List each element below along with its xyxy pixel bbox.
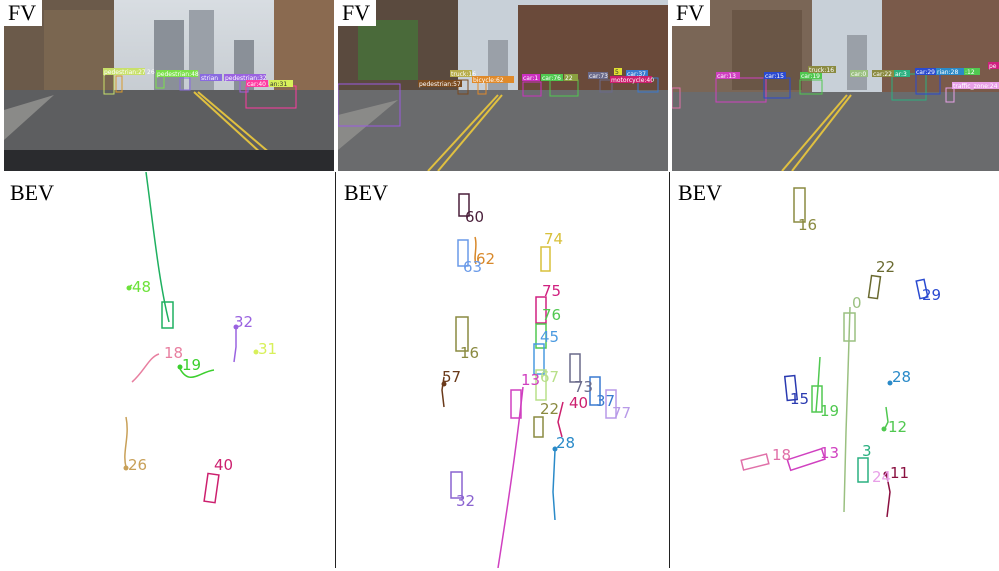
fv-camera-image-3: car:13 car:15 car:19 truck:16 car:0 car:… — [672, 0, 999, 171]
bev-track-id: 13 — [820, 444, 839, 462]
bev-track-box — [161, 301, 174, 329]
fv-detection-label: car:13 — [717, 73, 736, 80]
fv-detection-label: car:73 — [589, 73, 608, 80]
bev-track-id: 75 — [542, 282, 561, 300]
fv-detection-label: motorcycle:40 — [611, 77, 654, 84]
bev-panel-1: 48 32 18 19 31 26 40 BEV — [4, 172, 336, 568]
bev-track-id: 22 — [876, 258, 895, 276]
bev-track-id: 32 — [234, 313, 253, 331]
bev-track-id: 62 — [476, 250, 495, 268]
bev-track-id: 31 — [258, 340, 277, 358]
bev-track-id: 57 — [442, 368, 461, 386]
fv-detection-label: car:1 — [523, 75, 538, 82]
fv-detection-label: car:76 — [542, 75, 561, 82]
bev-track-id: 22 — [540, 400, 559, 418]
bev-map-1: 48 32 18 19 31 26 40 — [123, 172, 277, 504]
bev-track-id: 16 — [460, 344, 479, 362]
bev-track-id: 26 — [128, 456, 147, 474]
bev-label: BEV — [10, 180, 54, 205]
fv-camera-image-2: truck:16 pedestrian:57 bicycle:62 car:1 … — [338, 0, 668, 171]
bev-track-id: 18 — [164, 344, 183, 362]
bev-track-id: 13 — [521, 371, 540, 389]
bev-track-id: 77 — [612, 404, 631, 422]
bev-track-id: 28 — [892, 368, 911, 386]
fv-label: FV — [672, 0, 711, 26]
bev-track-id: 40 — [214, 456, 233, 474]
bev-map-3: 16 22 29 0 28 15 19 12 13 18 3 24 11 — [740, 187, 941, 518]
bev-track-id: 18 — [772, 446, 791, 464]
fv-panel-2: truck:16 pedestrian:57 bicycle:62 car:1 … — [338, 0, 668, 171]
fv-detection-label: pe — [989, 63, 997, 70]
bev-track-id: 19 — [820, 402, 839, 420]
bev-track-id: 29 — [922, 286, 941, 304]
fv-detection-label: truck:16 — [451, 71, 476, 78]
bev-track-id: 74 — [544, 230, 563, 248]
bev-track-id: 67 — [540, 368, 559, 386]
fv-detection-label: car:22 — [873, 71, 892, 78]
fv-panel-3: car:13 car:15 car:19 truck:16 car:0 car:… — [672, 0, 999, 171]
fv-detection-label: 5 — [615, 69, 619, 76]
bev-track-id: 60 — [465, 208, 484, 226]
fv-detection-label: 26 — [147, 69, 155, 76]
bev-track-id: 15 — [790, 390, 809, 408]
bev-track-id: 3 — [862, 442, 872, 460]
bev-panel-2: 60 74 62 63 75 76 16 45 57 67 13 73 22 4… — [338, 172, 670, 568]
fv-detection-label: car:29 — [916, 69, 935, 76]
bev-track-id: 28 — [556, 434, 575, 452]
bev-track-id: 0 — [852, 294, 862, 312]
fv-detection-label: ar:3 — [895, 71, 907, 78]
bev-track-id: 76 — [542, 306, 561, 324]
fv-detection-label: truck:16 — [809, 67, 834, 74]
fv-label: FV — [4, 0, 43, 26]
fv-detection-boxes-2: truck:16 pedestrian:57 bicycle:62 car:1 … — [338, 68, 659, 127]
fv-detection-label: car:0 — [851, 71, 866, 78]
bev-track-id: 19 — [182, 356, 201, 374]
bev-map-2: 60 74 62 63 75 76 16 45 57 67 13 73 22 4… — [441, 193, 631, 568]
bev-label: BEV — [344, 180, 388, 205]
bev-track-id: 24 — [872, 468, 891, 486]
bev-track-id: 40 — [569, 394, 588, 412]
fv-detection-label: car:19 — [801, 73, 820, 80]
bev-label: BEV — [678, 180, 722, 205]
fv-detection-label: car:15 — [765, 73, 784, 80]
fv-detection-label: strian — [201, 75, 218, 82]
fv-detection-label: bicycle:62 — [473, 77, 504, 84]
fv-detection-label: 22 — [565, 75, 573, 82]
bev-track-box — [203, 472, 220, 504]
fv-detection-label: pedestrian:32 — [225, 75, 267, 82]
fv-detection-boxes-1: pedestrian:27 26 pedestrian:48 strian pe… — [103, 68, 297, 109]
bev-track-id: 16 — [798, 216, 817, 234]
fv-detection-label: pedestrian:27 — [104, 69, 146, 76]
fv-detection-label: pedestrian:57 — [419, 81, 461, 88]
bev-track-id: 73 — [574, 378, 593, 396]
fv-camera-image-1: pedestrian:27 26 pedestrian:48 strian pe… — [4, 0, 334, 171]
bev-track-id: 63 — [463, 258, 482, 276]
fv-detection-label: car:40 — [247, 81, 266, 88]
fv-detection-label: :12 — [965, 69, 975, 76]
bev-track-id: 11 — [890, 464, 909, 482]
bev-track-id: 12 — [888, 418, 907, 436]
bev-track-id: 45 — [540, 328, 559, 346]
fv-detection-label: car:37 — [627, 71, 646, 78]
fv-label: FV — [338, 0, 377, 26]
bev-track-id: 32 — [456, 492, 475, 510]
bev-track-id: 37 — [596, 392, 615, 410]
fv-detection-label: traffic_zone:24 — [953, 83, 998, 90]
bev-track-id: 48 — [132, 278, 151, 296]
fv-detection-label: an:31 — [270, 81, 287, 88]
fv-detection-label: rian:28 — [937, 69, 958, 76]
fv-detection-label: pedestrian:48 — [157, 71, 199, 78]
bev-panel-3: 16 22 29 0 28 15 19 12 13 18 3 24 11 BEV — [672, 172, 998, 568]
fv-panel-1: pedestrian:27 26 pedestrian:48 strian pe… — [4, 0, 334, 171]
fv-detection-boxes-3: car:13 car:15 car:19 truck:16 car:0 car:… — [672, 62, 999, 109]
